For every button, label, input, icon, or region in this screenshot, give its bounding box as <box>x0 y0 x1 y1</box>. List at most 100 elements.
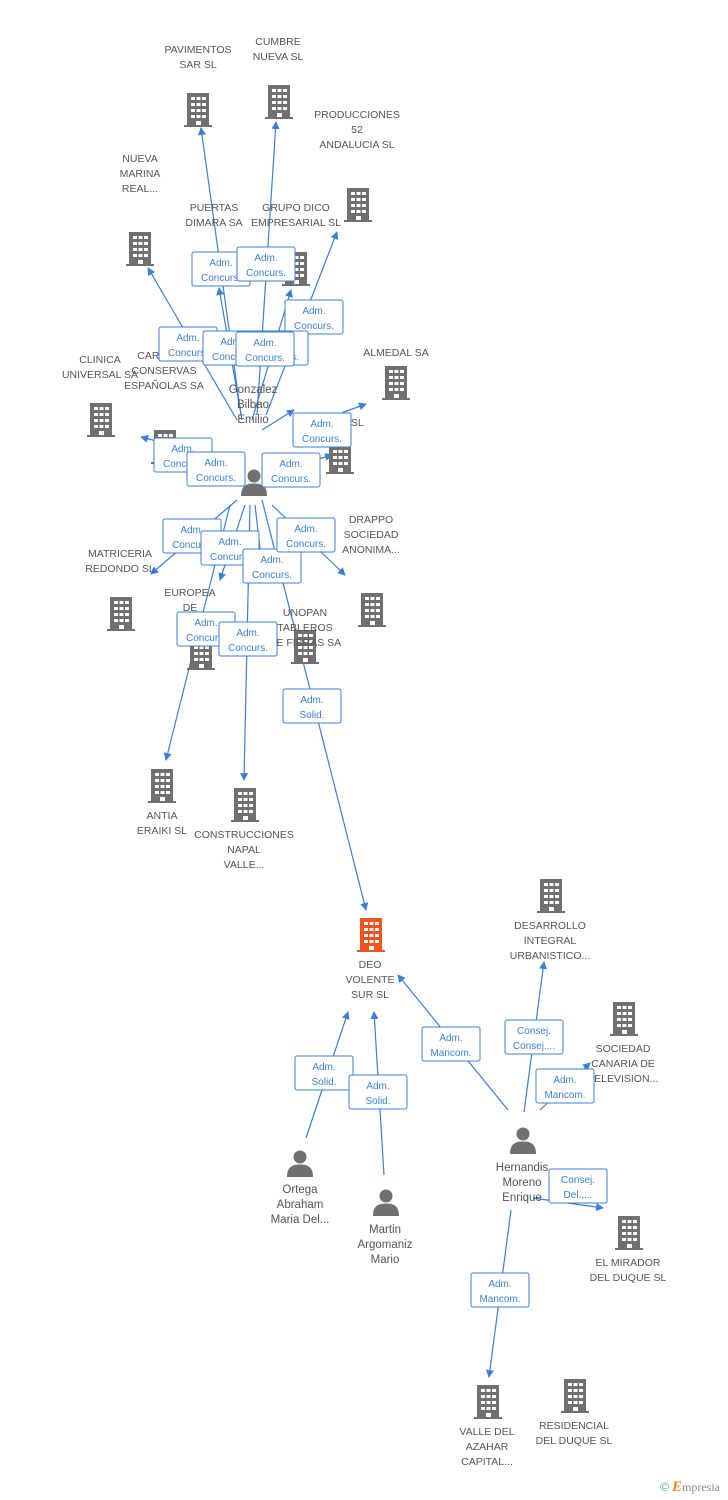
company-node-drappo[interactable]: DRAPPOSOCIEDADANONIMA... <box>342 514 400 627</box>
company-label: REAL... <box>122 183 158 195</box>
company-label: NUEVA SL <box>253 51 304 63</box>
company-label: REDONDO SL <box>85 563 155 575</box>
role-badge-text: Del.,... <box>564 1190 593 1201</box>
company-label: CLINICA <box>79 354 120 366</box>
company-label: ERAIKI SL <box>137 825 187 837</box>
company-label: UNIVERSAL SA <box>62 369 138 381</box>
company-label: EUROPEA <box>164 587 215 599</box>
company-label: ANDALUCIA SL <box>319 139 394 151</box>
brand-initial: E <box>671 1479 682 1495</box>
company-label: EMPRESARIAL SL <box>251 217 341 229</box>
role-badge[interactable]: Adm. Mancom. <box>470 1272 530 1308</box>
company-label: PAVIMENTOS <box>164 44 231 56</box>
company-label: SOCIEDAD <box>596 1043 651 1055</box>
brand-name: mpresia <box>682 1480 720 1494</box>
company-label: TELEVISION... <box>588 1073 659 1085</box>
role-badge-text: Adm. <box>312 1062 335 1073</box>
company-label: DEL DUQUE SL <box>536 1435 613 1447</box>
role-badge[interactable]: Adm.Solid. <box>294 1055 354 1091</box>
role-badge[interactable]: Adm.Mancom. <box>421 1026 481 1062</box>
role-badge[interactable]: Consej.Consej.... <box>504 1019 564 1055</box>
company-label: CANARIA DE <box>591 1058 655 1070</box>
person-label: Mario <box>371 1254 400 1266</box>
role-badge[interactable]: Adm.Concurs. <box>292 412 352 448</box>
role-badge-text: Adm. <box>488 1279 511 1290</box>
role-badge[interactable]: Adm.Concurs. <box>235 331 295 367</box>
role-badge-text: Mancom. <box>479 1294 520 1305</box>
role-badge[interactable]: Adm.Mancom. <box>535 1068 595 1104</box>
person-icon <box>287 1150 313 1177</box>
role-badge[interactable]: Adm.Concurs. <box>186 451 246 487</box>
company-label: INTEGRAL <box>524 935 577 947</box>
role-badge-text: Concurs. <box>246 268 286 279</box>
company-label: DE <box>183 602 198 614</box>
copyright-icon: © <box>660 1480 669 1494</box>
person-label: Emilio <box>237 414 268 426</box>
role-badge[interactable]: Adm. Solid. <box>348 1074 408 1110</box>
role-badge-text: Adm. <box>302 306 325 317</box>
role-badge-text: Adm. <box>366 1081 389 1092</box>
role-badge-text: Adm. <box>171 444 194 455</box>
role-badge-text: Concurs. <box>302 434 342 445</box>
company-label: NUEVA <box>122 153 157 165</box>
role-badge[interactable]: Adm.Concurs. <box>284 299 344 335</box>
building-icon <box>231 788 259 822</box>
building-icon <box>615 1216 643 1250</box>
role-badge-text: Adm. <box>279 459 302 470</box>
company-node-almedal[interactable]: ALMEDAL SA <box>363 347 429 400</box>
company-label: CONSTRUCCIONES <box>194 829 294 841</box>
company-node-matriceria[interactable]: MATRICERIA REDONDO SL <box>85 548 155 631</box>
building-icon <box>265 85 293 119</box>
company-label: 52 <box>351 124 363 136</box>
company-node-desarrollo[interactable]: DESARROLLOINTEGRALURBANISTICO... <box>510 879 591 962</box>
role-badge-text: Adm. <box>254 253 277 264</box>
role-badge[interactable]: Adm. Concurs. <box>236 246 296 282</box>
company-label: TABLEROS <box>277 622 332 634</box>
person-label: Abraham <box>277 1199 324 1211</box>
role-badge-text: Solid. <box>365 1096 390 1107</box>
role-badge-text: Adm. <box>218 537 241 548</box>
company-label: MATRICERIA <box>88 548 152 560</box>
building-icon <box>610 1002 638 1036</box>
company-node-europea[interactable]: EUROPEA DE <box>164 587 216 670</box>
role-badge-text: Solid. <box>299 710 324 721</box>
role-badge-text: Consej. <box>517 1026 551 1037</box>
role-badge[interactable]: Consej.Del.,... <box>548 1168 608 1204</box>
company-node-nueva_marina[interactable]: NUEVA MARINA REAL... <box>120 153 161 266</box>
company-node-construcciones[interactable]: CONSTRUCCIONESNAPALVALLE... <box>194 788 294 871</box>
role-badge[interactable]: Adm.Solid. <box>282 688 342 724</box>
company-node-clinica[interactable]: CLINICA UNIVERSAL SA <box>62 354 138 437</box>
role-badge[interactable]: Adm. Concurs. <box>261 452 321 488</box>
company-label: DRAPPO <box>349 514 393 526</box>
company-label: MARINA <box>120 168 161 180</box>
person-label: Argomaniz <box>358 1239 413 1251</box>
role-badge-text: Adm. <box>439 1033 462 1044</box>
building-icon <box>537 879 565 913</box>
company-node-canaria[interactable]: SOCIEDAD CANARIA DE TELEVISION... <box>588 1002 659 1085</box>
role-badge-text: Concurs. <box>271 474 311 485</box>
role-badge-text: Adm. <box>253 338 276 349</box>
company-label: EL MIRADOR <box>596 1257 661 1269</box>
role-badge[interactable]: Adm.Concurs. <box>276 517 336 553</box>
role-badge[interactable]: Adm.Concurs. <box>218 621 278 657</box>
person-label: Bilbao <box>237 399 269 411</box>
role-badge-text: Adm. <box>194 618 217 629</box>
company-node-valle_azahar[interactable]: VALLE DELAZAHARCAPITAL... <box>459 1385 515 1468</box>
role-badge[interactable]: Adm.Concurs. <box>242 548 302 584</box>
building-icon <box>382 366 410 400</box>
company-label: DEO <box>359 959 382 971</box>
